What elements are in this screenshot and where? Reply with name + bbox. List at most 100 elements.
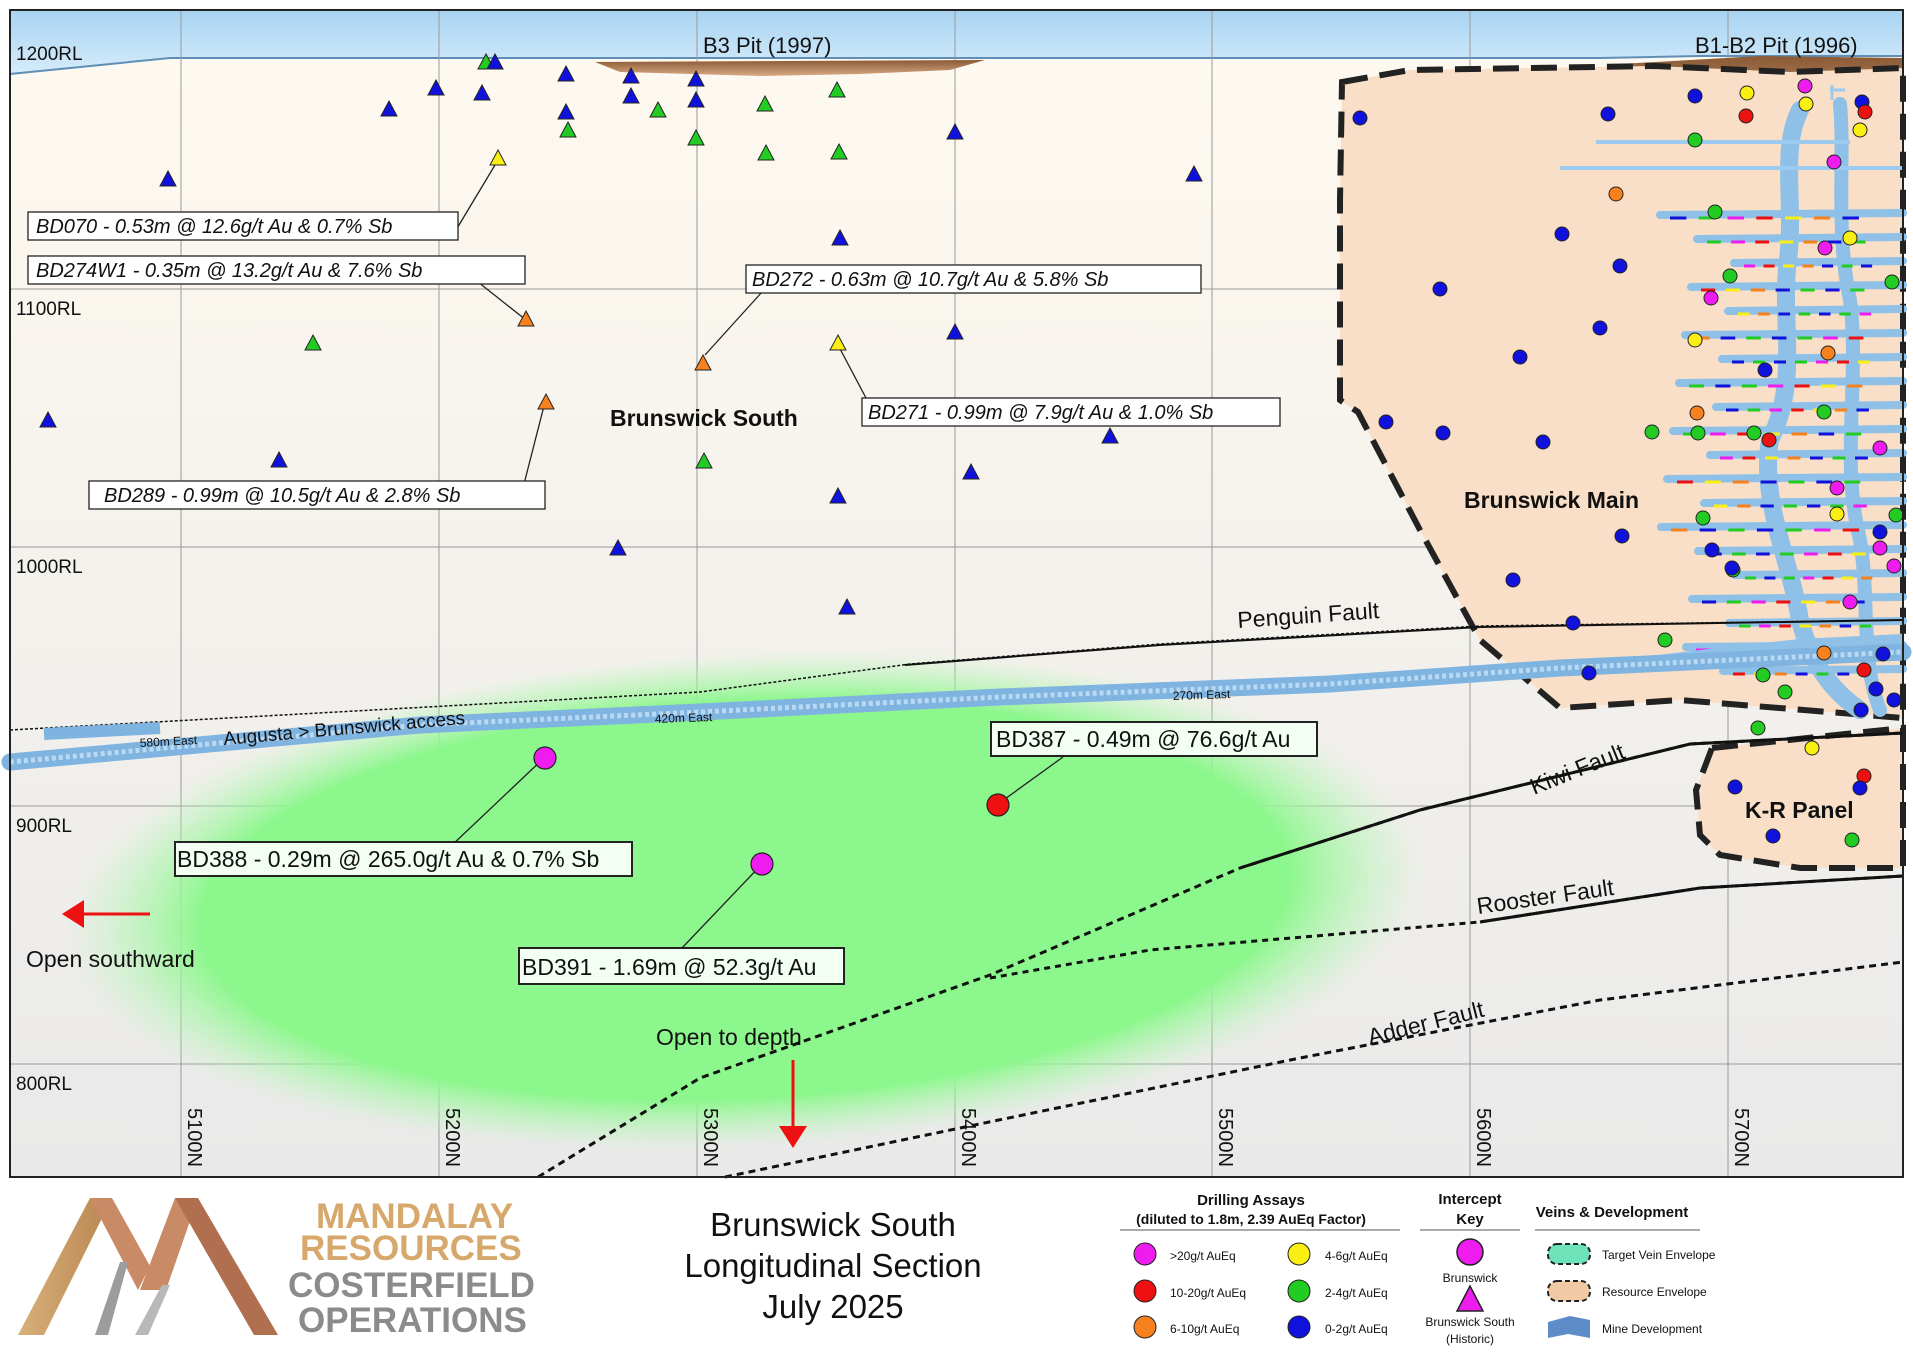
northing-labels: 5100N 5200N 5300N 5400N 5500N 5600N 5700… (183, 1108, 1752, 1167)
main-intercept-circle (1798, 96, 1814, 112)
rl-label-900: 900RL (16, 816, 72, 837)
company-line-2: RESOURCES (300, 1229, 522, 1268)
northing-label-5100: 5100N (183, 1108, 205, 1167)
main-intercept-circle (1857, 104, 1873, 120)
main-intercept-circle (1554, 226, 1570, 242)
northing-label-5500: 5500N (1214, 1108, 1236, 1167)
leader-bd271 (837, 344, 867, 399)
bd387-callout-text: BD387 - 0.49m @ 76.6g/t Au (996, 726, 1290, 752)
historic-intercept-triangle (609, 538, 627, 556)
legend-veins-development: Veins & Development Target Vein Envelope… (1535, 1204, 1716, 1338)
main-intercept-circle (1378, 414, 1394, 430)
brunswick-south-label: Brunswick South (610, 405, 798, 431)
northing-label-5700: 5700N (1730, 1108, 1752, 1167)
historic-intercept-triangle (557, 102, 575, 120)
title-line-1: Brunswick South (710, 1206, 956, 1243)
legend-swatch-gt20 (1133, 1242, 1157, 1266)
main-intercept-circle (1739, 85, 1755, 101)
bd388-callout-box (174, 841, 633, 877)
historic-intercept-triangle (427, 78, 445, 96)
historic-intercept-triangle (489, 148, 507, 166)
main-intercept-circle (1687, 332, 1703, 348)
legend-assays-title: Drilling Assays (1197, 1192, 1305, 1209)
access-420m-east-label: 420m East (655, 710, 713, 726)
rl-label-1100: 1100RL (16, 299, 81, 320)
main-intercept-circle (1884, 274, 1900, 290)
map-frame (9, 9, 1904, 1178)
historic-intercept-triangle (159, 169, 177, 187)
bd391-intercept-marker (750, 852, 774, 876)
company-line-3: COSTERFIELD (288, 1266, 535, 1305)
main-intercept-circle (1687, 88, 1703, 104)
main-intercept-circle (1746, 425, 1762, 441)
main-intercept-circle (1435, 425, 1451, 441)
leader-bd391 (681, 863, 763, 949)
main-intercept-circle (1755, 667, 1771, 683)
historic-intercept-triangle (831, 228, 849, 246)
main-intercept-circle (1826, 154, 1842, 170)
rooster-fault-line (1479, 874, 1904, 924)
northing-label-5600: 5600N (1472, 1108, 1494, 1167)
main-intercept-circle (1535, 434, 1551, 450)
bd387-intercept-marker (986, 793, 1010, 817)
main-intercept-circle (1856, 662, 1872, 678)
historic-intercept-triangle (687, 69, 705, 87)
main-intercept-circle (1886, 692, 1902, 708)
legend-target-label: Target Vein Envelope (1602, 1248, 1716, 1262)
rl-labels: 1200RL 1100RL 1000RL 900RL 800RL (16, 44, 83, 1095)
legend-label-4-6: 4-6g/t AuEq (1325, 1249, 1388, 1263)
open-southward-arrow (62, 900, 150, 928)
main-intercept-circle (1750, 720, 1766, 736)
rl-label-1200: 1200RL (16, 44, 83, 65)
b3-pit-shape (595, 60, 985, 76)
legend-swatch-10-20 (1133, 1279, 1157, 1303)
main-intercept-circle (1872, 440, 1888, 456)
northing-label-5300: 5300N (699, 1108, 721, 1167)
leader-bd387 (997, 756, 1064, 805)
legend-drilling-assays: Drilling Assays (diluted to 1.8m, 2.39 A… (1120, 1192, 1400, 1339)
historic-intercept-triangle (304, 333, 322, 351)
bd272-callout-box (745, 264, 1202, 294)
main-intercept-circle (1852, 780, 1868, 796)
title-line-3: July 2025 (762, 1288, 903, 1325)
company-line-4: OPERATIONS (298, 1301, 527, 1340)
legend-resource-label: Resource Envelope (1602, 1285, 1707, 1299)
bd274w1-callout-box (27, 255, 526, 285)
main-intercept-circle (1888, 507, 1904, 523)
legend-brunswick-label: Brunswick (1443, 1271, 1499, 1285)
legend-brunswick-south-label: Brunswick South (1425, 1315, 1514, 1329)
main-intercept-circle (1842, 230, 1858, 246)
main-intercept-circle (1614, 528, 1630, 544)
main-intercept-circle (1687, 132, 1703, 148)
historic-intercept-triangle (537, 392, 555, 410)
main-intercept-circle (1797, 78, 1813, 94)
b3-pit-label: B3 Pit (1997) (703, 33, 831, 58)
main-intercept-circle (1592, 320, 1608, 336)
leader-bd388 (449, 756, 546, 848)
historic-intercept-triangle (838, 597, 856, 615)
main-intercept-circle (1727, 779, 1743, 795)
ground-surface-line (9, 55, 1903, 75)
bd271-callout-text: BD271 - 0.99m @ 7.9g/t Au & 1.0% Sb (868, 402, 1213, 424)
legend-swatch-2-4 (1287, 1279, 1311, 1303)
bd271-callout-box (861, 397, 1281, 427)
legend-swatch-6-10 (1133, 1315, 1157, 1339)
main-intercept-circle (1703, 290, 1719, 306)
leader-bd070 (455, 159, 499, 231)
brunswick-south-historic-intercepts (39, 52, 1203, 615)
historic-intercept-triangle (756, 94, 774, 112)
historic-intercept-triangle (559, 120, 577, 138)
kr-panel-label: K-R Panel (1745, 797, 1854, 823)
main-intercept-circle (1505, 572, 1521, 588)
historic-intercept-triangle (946, 122, 964, 140)
main-intercept-circle (1565, 615, 1581, 631)
historic-intercept-triangle (1101, 426, 1119, 444)
main-intercept-circle (1816, 645, 1832, 661)
legend-resource-swatch (1547, 1280, 1591, 1302)
historic-intercept-triangle (622, 66, 640, 84)
open-southward-label: Open southward (26, 946, 195, 972)
legend-label-6-10: 6-10g/t AuEq (1170, 1322, 1239, 1336)
historic-intercept-triangle (270, 450, 288, 468)
access-decline-stub (43, 722, 161, 740)
historic-intercept-triangle (694, 353, 712, 371)
